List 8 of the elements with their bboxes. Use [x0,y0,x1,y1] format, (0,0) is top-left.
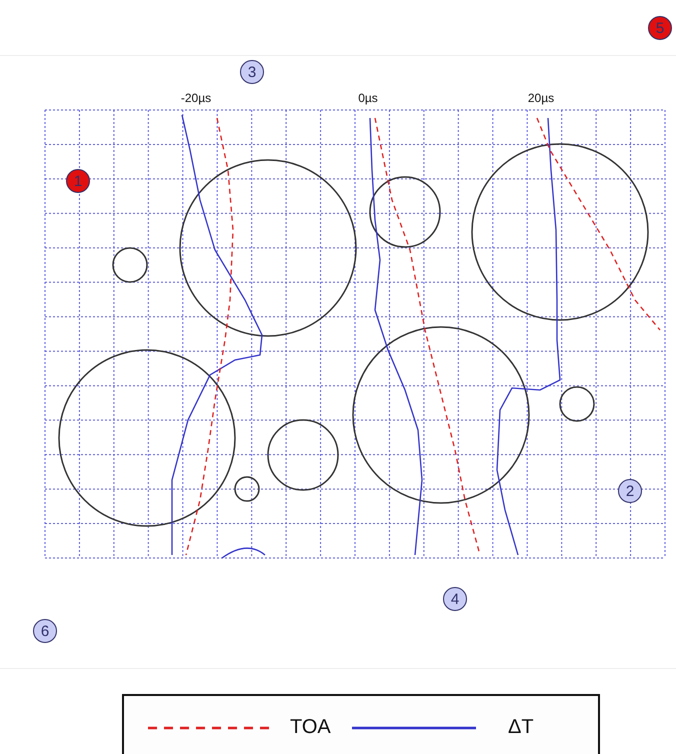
callout-number: 2 [618,479,642,503]
callout-number: 6 [33,619,57,643]
callout-number: 1 [66,169,90,193]
callout-number: 3 [240,60,264,84]
callout-number: 5 [648,16,672,40]
callout-number: 4 [443,587,467,611]
legend-label: ΔT [508,716,534,739]
legend-label: TOA [290,716,331,739]
